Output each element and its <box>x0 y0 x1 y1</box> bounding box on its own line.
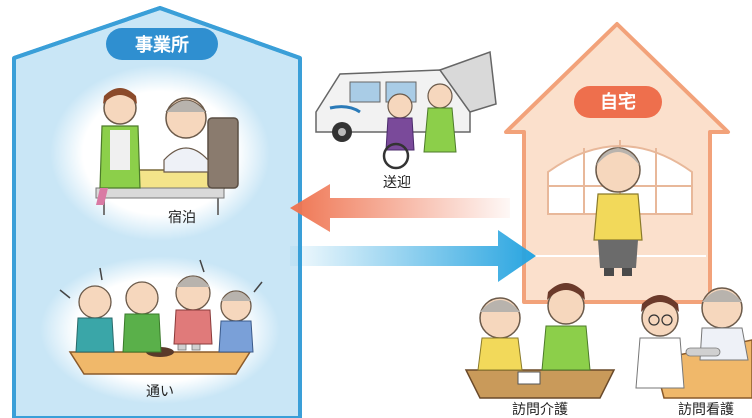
home-nursing-label: 訪問看護 <box>678 402 734 418</box>
facility-title-badge <box>106 28 218 60</box>
home-care-visit-illustration <box>464 283 616 399</box>
facility-building: 事業所 宿泊 <box>12 5 302 418</box>
daycare-label: 通い <box>146 384 174 400</box>
home-nursing-service: 訪問看護 <box>635 287 752 418</box>
transport-label: 送迎 <box>383 175 411 191</box>
elderly-woman-illustration <box>593 147 643 276</box>
overnight-label: 宿泊 <box>168 209 196 226</box>
facility-title: 事業所 <box>135 34 189 56</box>
arrow-to-facility <box>290 184 510 232</box>
arrow-to-home <box>290 230 536 282</box>
home-care-service: 訪問介護 <box>464 283 616 418</box>
transport-service: 送迎 <box>315 50 497 191</box>
home-nursing-visit-illustration <box>635 287 752 399</box>
wheelchair-van-illustration <box>315 50 497 170</box>
daycare-service: 通い <box>40 256 280 404</box>
home-care-label: 訪問介護 <box>512 402 568 418</box>
overnight-service: 宿泊 <box>50 65 270 241</box>
home-building: 自宅 <box>504 22 730 304</box>
group-activity-illustration <box>59 259 263 375</box>
home-title: 自宅 <box>600 91 636 113</box>
care-worker-bedside-illustration <box>95 88 239 215</box>
home-title-badge <box>574 86 662 118</box>
